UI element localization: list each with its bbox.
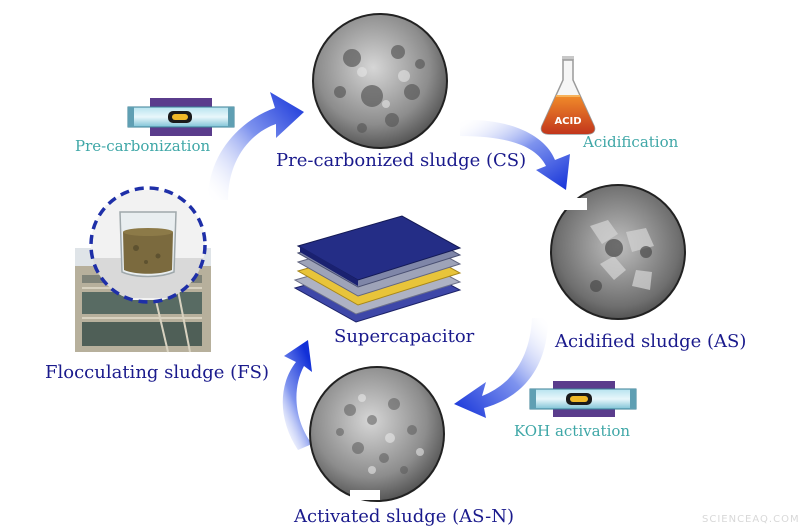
sem-image-as (550, 184, 686, 320)
arrow-asn-to-sc (282, 340, 312, 450)
flask-label: ACID (554, 116, 581, 127)
furnace-tube-icon (529, 381, 637, 417)
node-label-asn: Activated sludge (AS-N) (294, 506, 514, 527)
arrow-fs-to-cs (208, 92, 304, 200)
arrow-cs-to-as (460, 119, 570, 190)
flocculating-sludge-photo (75, 186, 211, 353)
step-label-koh-activation: KOH activation (514, 422, 631, 440)
sem-image-cs (312, 13, 448, 149)
node-label-cs: Pre-carbonized sludge (CS) (276, 150, 527, 171)
supercapacitor-icon (293, 215, 462, 323)
arrow-as-to-asn (454, 318, 548, 418)
node-label-supercapacitor: Supercapacitor (334, 326, 475, 347)
acid-flask-icon: ACID (540, 56, 596, 135)
watermark: SCIENCEAQ.COM (702, 514, 800, 525)
step-label-precarbonization: Pre-carbonization (75, 137, 211, 155)
node-label-fs: Flocculating sludge (FS) (45, 362, 270, 383)
step-label-acidification: Acidification (583, 133, 679, 151)
sem-image-asn (309, 366, 445, 502)
furnace-tube-icon (127, 98, 235, 136)
node-label-as: Acidified sludge (AS) (555, 331, 747, 352)
